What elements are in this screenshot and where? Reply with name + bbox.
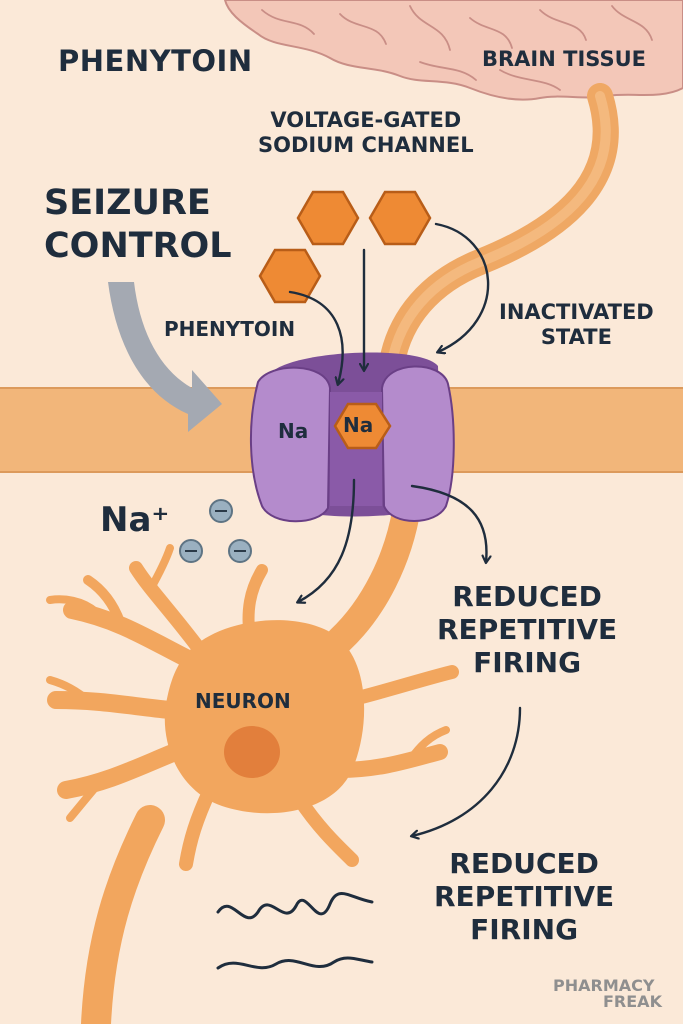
neuron-label: NEURON [195, 689, 291, 713]
outcome-label-1: REDUCED REPETITIVE FIRING [437, 580, 617, 679]
dendrites [46, 544, 459, 871]
channel-title: VOLTAGE-GATED SODIUM CHANNEL [258, 108, 474, 158]
neuron-nucleus [224, 726, 280, 778]
sodium-ion-label: Na⁺ [100, 500, 170, 540]
phenytoin-label: PHENYTOIN [164, 317, 296, 341]
sodium-hexagon-icon [333, 402, 392, 450]
outcome2-line2: REPETITIVE [434, 880, 615, 914]
brand-line1: PHARMACY [553, 976, 655, 995]
phenytoin-molecule-icons [258, 190, 432, 304]
seizure-control-label: SEIZURE CONTROL [44, 182, 232, 267]
inactivated-line2: STATE [540, 324, 612, 349]
outcome-label-2: REDUCED REPETITIVE FIRING [434, 847, 614, 946]
outcome1-line1: REDUCED [452, 580, 602, 613]
arrow-to-outcome-1 [410, 484, 486, 562]
neuron-soma [164, 620, 365, 814]
arrow-to-outcome-2 [412, 706, 522, 836]
arrow-to-pore-1 [288, 290, 343, 384]
inactivated-line1: INACTIVATED [499, 300, 654, 324]
sodium-ion-icons [179, 499, 252, 563]
page-title: PHENYTOIN [58, 44, 253, 78]
axon-tail [81, 805, 165, 1024]
outcome1-line2: REPETITIVE [437, 613, 618, 647]
pore-na-label: Na [343, 413, 374, 437]
outcome2-line3: FIRING [470, 913, 579, 947]
brand-watermark: PHARMACY FREAK [553, 978, 662, 1010]
channel-na-label: Na [278, 419, 309, 443]
seizure-line1: SEIZURE [44, 183, 211, 223]
brain-tissue-label: BRAIN TISSUE [482, 47, 646, 71]
seizure-arrow-icon [108, 282, 222, 432]
wave-icons [216, 892, 374, 970]
arrow-to-neuron [298, 478, 356, 602]
inactivated-state-label: INACTIVATED STATE [499, 300, 654, 350]
arrow-to-inactivated [434, 222, 490, 352]
brand-line2: FREAK [603, 992, 662, 1011]
seizure-line2: CONTROL [44, 225, 232, 266]
outcome2-line1: REDUCED [449, 847, 599, 880]
outcome1-line3: FIRING [473, 646, 582, 680]
channel-title-line2: SODIUM CHANNEL [258, 132, 474, 157]
channel-title-line1: VOLTAGE-GATED [270, 108, 462, 132]
